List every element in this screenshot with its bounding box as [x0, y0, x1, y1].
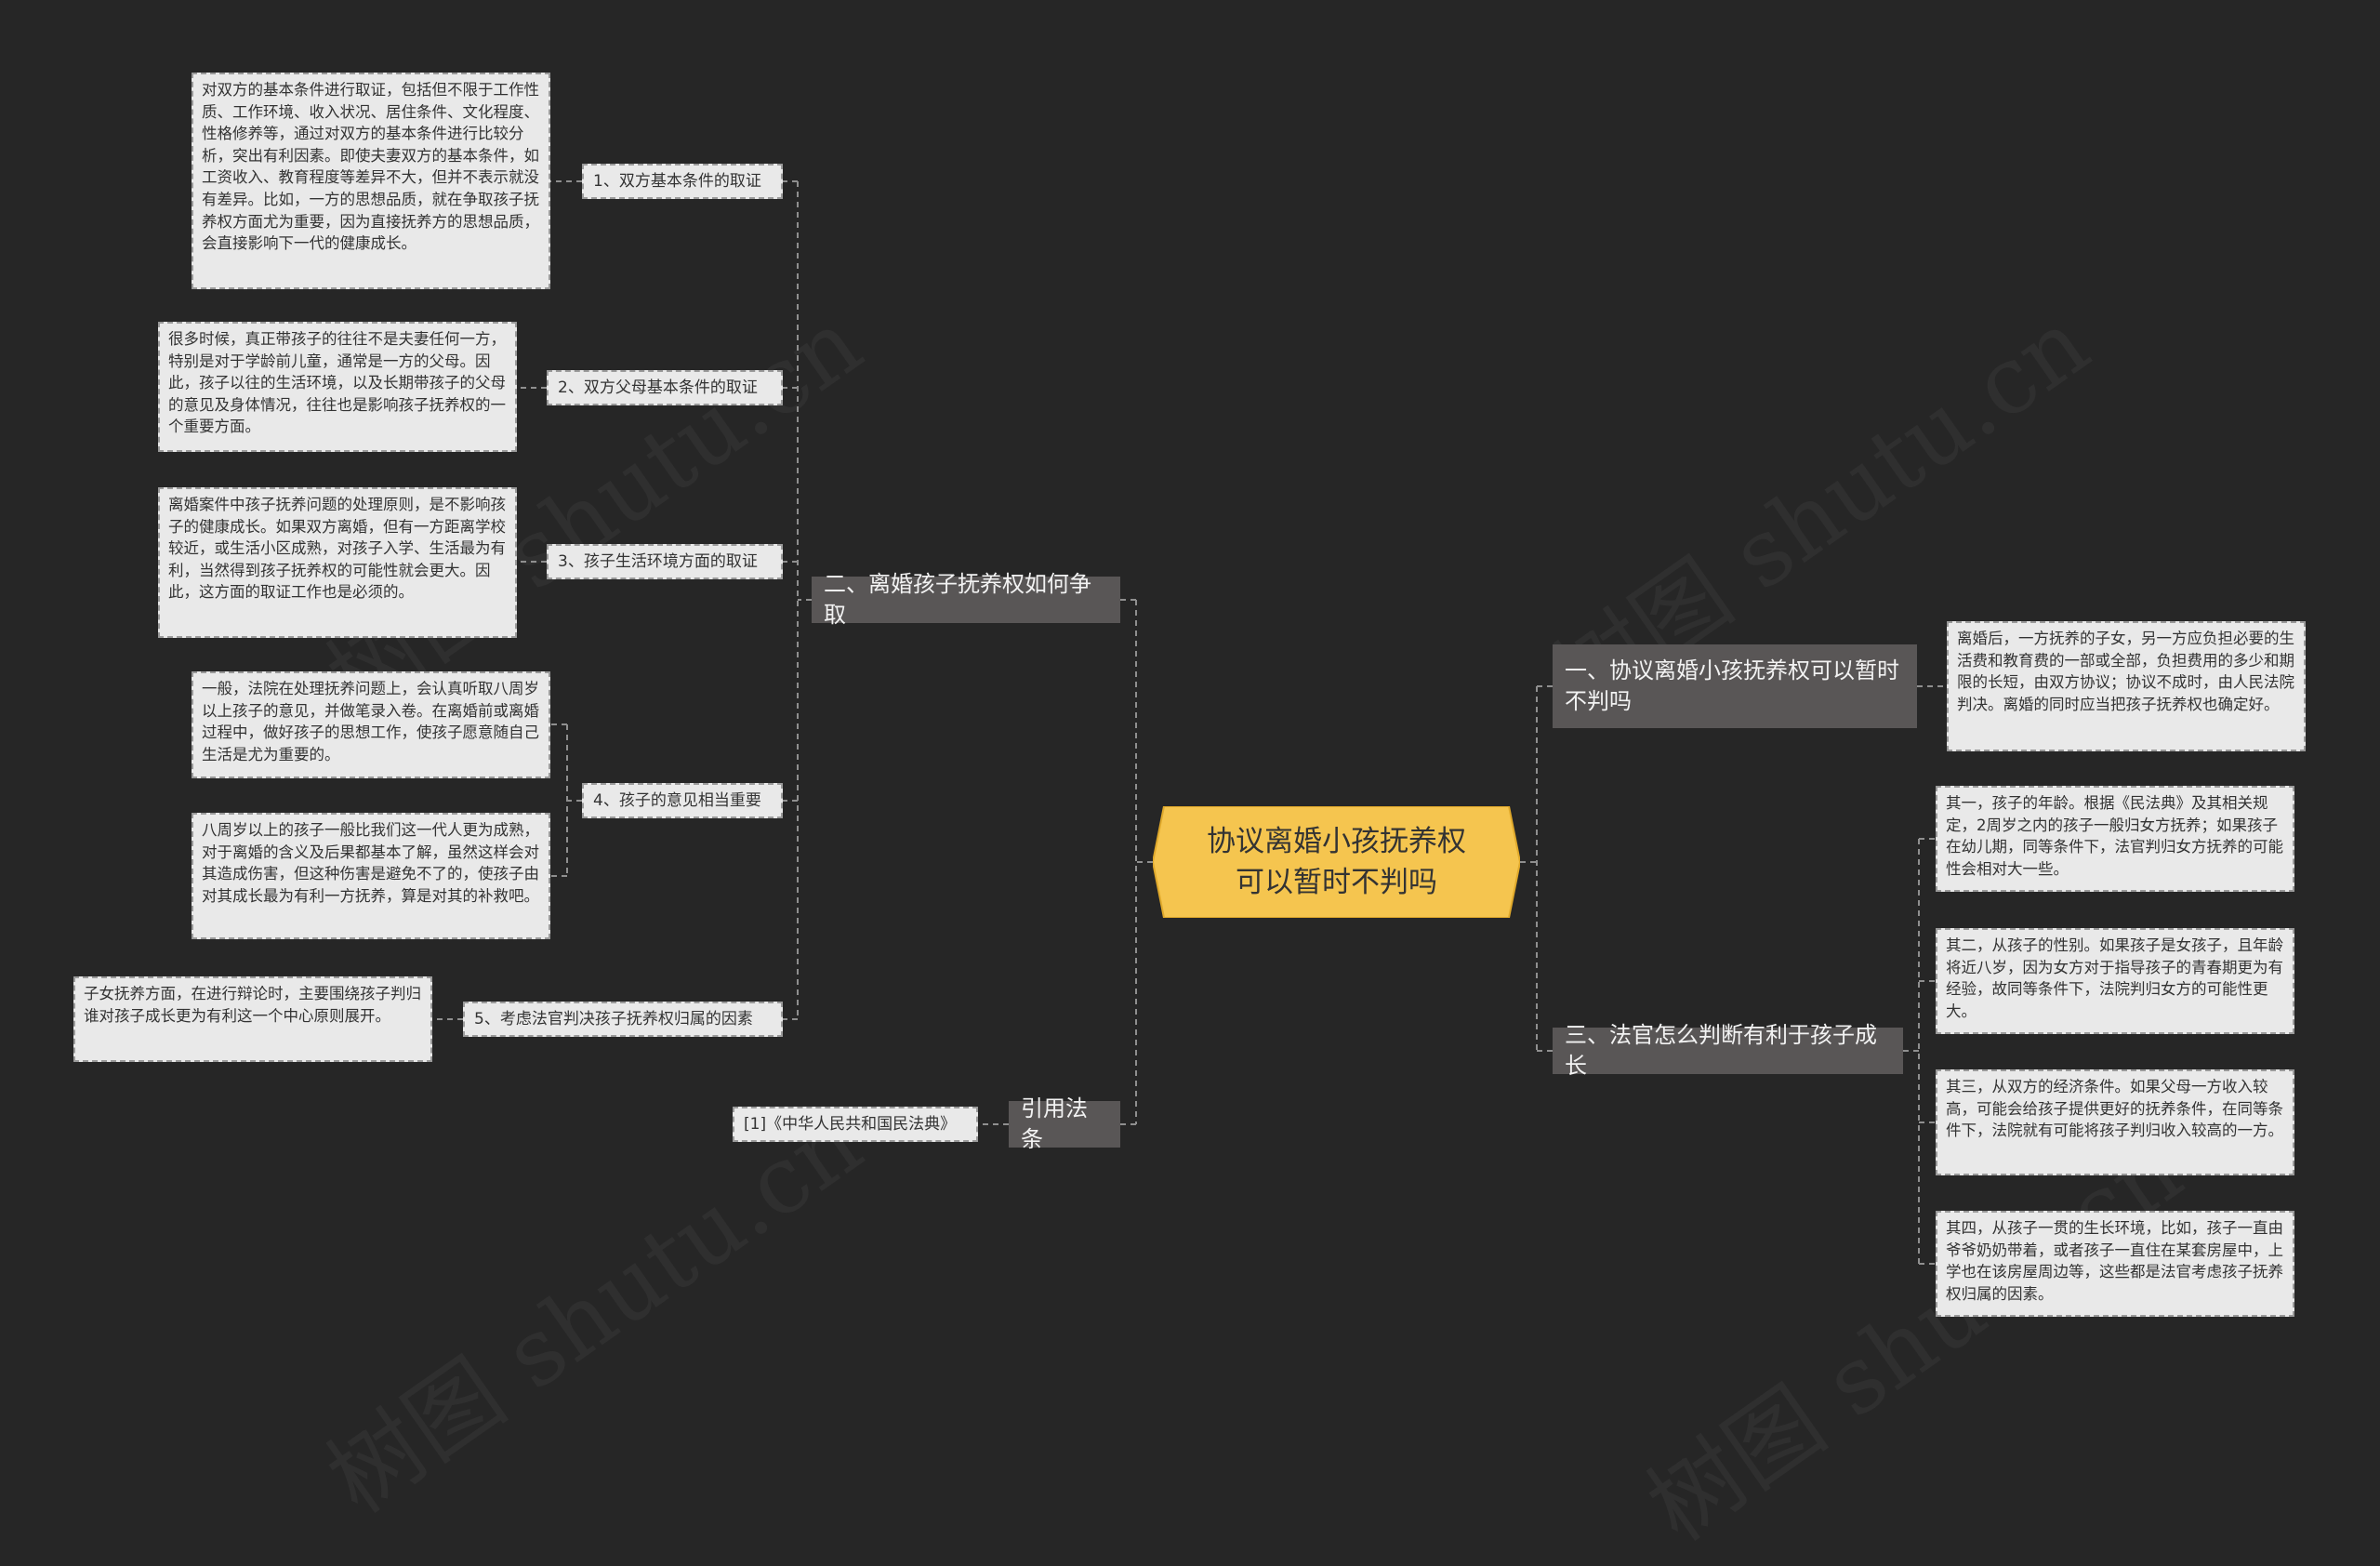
detail-text: 离婚后，一方抚养的子女，另一方应负担必要的生活费和教育费的一部或全部，负担费用的…: [1957, 630, 2294, 713]
detail-note[interactable]: 离婚后，一方抚养的子女，另一方应负担必要的生活费和教育费的一部或全部，负担费用的…: [1947, 621, 2306, 751]
detail-note[interactable]: 其一，孩子的年龄。根据《民法典》及其相关规定，2周岁之内的孩子一般归女方抚养；如…: [1936, 786, 2294, 892]
detail-note[interactable]: 一般，法院在处理抚养问题上，会认真听取八周岁以上孩子的意见，并做笔录入卷。在离婚…: [192, 671, 550, 778]
sub-topic-label: 1、双方基本条件的取证: [593, 172, 761, 191]
branch-label: 引用法条: [1021, 1095, 1088, 1152]
detail-text: 很多时候，真正带孩子的往往不是夫妻任何一方，特别是对于学龄前儿童，通常是一方的父…: [168, 330, 506, 436]
branch-can-custody-be-deferred[interactable]: 一、协议离婚小孩抚养权可以暂时不判吗: [1553, 644, 1917, 728]
root-title: 协议离婚小孩抚养权可以暂时不判吗: [1207, 825, 1466, 899]
detail-note[interactable]: 其二，从孩子的性别。如果孩子是女孩子，且年龄将近八岁，因为女方对于指导孩子的青春…: [1936, 928, 2294, 1034]
detail-note[interactable]: 其四，从孩子一贯的生长环境，比如，孩子一直由爷爷奶奶带着，或者孩子一直住在某套房…: [1936, 1211, 2294, 1317]
sub-topic-label: 4、孩子的意见相当重要: [593, 791, 761, 810]
detail-note[interactable]: 八周岁以上的孩子一般比我们这一代人更为成熟，对于离婚的含义及后果都基本了解，虽然…: [192, 813, 550, 939]
detail-text: 其二，从孩子的性别。如果孩子是女孩子，且年龄将近八岁，因为女方对于指导孩子的青春…: [1946, 936, 2283, 1020]
root-hexagon-shape: [1153, 806, 1520, 918]
detail-text: 其三，从双方的经济条件。如果父母一方收入较高，可能会给孩子提供更好的抚养条件，在…: [1946, 1078, 2283, 1140]
detail-note[interactable]: 其三，从双方的经济条件。如果父母一方收入较高，可能会给孩子提供更好的抚养条件，在…: [1936, 1069, 2294, 1175]
sub-topic-4[interactable]: 4、孩子的意见相当重要: [582, 783, 783, 818]
sub-topic-5[interactable]: 5、考虑法官判决孩子抚养权归属的因素: [463, 1002, 783, 1037]
sub-topic-label: 2、双方父母基本条件的取证: [558, 378, 758, 397]
detail-text: 其一，孩子的年龄。根据《民法典》及其相关规定，2周岁之内的孩子一般归女方抚养；如…: [1946, 794, 2283, 878]
branch-label: 一、协议离婚小孩抚养权可以暂时不判吗: [1565, 657, 1899, 714]
detail-text: 对双方的基本条件进行取证，包括但不限于工作性质、工作环境、收入状况、居住条件、文…: [202, 81, 539, 253]
detail-text: 其四，从孩子一贯的生长环境，比如，孩子一直由爷爷奶奶带着，或者孩子一直住在某套房…: [1946, 1219, 2283, 1303]
reference-label: [1]《中华人民共和国民法典》: [744, 1115, 957, 1134]
detail-text: 离婚案件中孩子抚养问题的处理原则，是不影响孩子的健康成长。如果双方离婚，但有一方…: [168, 496, 506, 602]
sub-topic-2[interactable]: 2、双方父母基本条件的取证: [547, 370, 783, 405]
branch-label: 二、离婚孩子抚养权如何争取: [824, 571, 1091, 628]
branch-custody-strategy[interactable]: 二、离婚孩子抚养权如何争取: [812, 571, 1120, 628]
sub-topic-label: 3、孩子生活环境方面的取证: [558, 552, 758, 571]
detail-note[interactable]: 很多时候，真正带孩子的往往不是夫妻任何一方，特别是对于学龄前儿童，通常是一方的父…: [158, 322, 517, 452]
reference-item[interactable]: [1]《中华人民共和国民法典》: [733, 1107, 978, 1142]
branch-label: 三、法官怎么判断有利于孩子成长: [1565, 1022, 1877, 1079]
sub-topic-3[interactable]: 3、孩子生活环境方面的取证: [547, 544, 783, 579]
root-topic[interactable]: 协议离婚小孩抚养权可以暂时不判吗: [1153, 806, 1520, 918]
detail-note[interactable]: 子女抚养方面，在进行辩论时，主要围绕孩子判归谁对孩子成长更为有利这一个中心原则展…: [73, 976, 432, 1062]
mindmap-canvas: 树图 shutu.cn 树图 shutu.cn 树图 shutu.cn 树图 s…: [73, 73, 2306, 1317]
connector-lines: [432, 180, 1947, 1265]
detail-text: 子女抚养方面，在进行辩论时，主要围绕孩子判归谁对孩子成长更为有利这一个中心原则展…: [84, 985, 421, 1025]
detail-text: 一般，法院在处理抚养问题上，会认真听取八周岁以上孩子的意见，并做笔录入卷。在离婚…: [202, 680, 539, 763]
sub-topic-label: 5、考虑法官判决孩子抚养权归属的因素: [474, 1010, 753, 1029]
branch-legal-references[interactable]: 引用法条: [1009, 1095, 1120, 1152]
branch-judge-criteria[interactable]: 三、法官怎么判断有利于孩子成长: [1553, 1022, 1903, 1079]
detail-note[interactable]: 离婚案件中孩子抚养问题的处理原则，是不影响孩子的健康成长。如果双方离婚，但有一方…: [158, 487, 517, 638]
detail-note[interactable]: 对双方的基本条件进行取证，包括但不限于工作性质、工作环境、收入状况、居住条件、文…: [192, 73, 550, 289]
sub-topic-1[interactable]: 1、双方基本条件的取证: [582, 164, 783, 199]
detail-text: 八周岁以上的孩子一般比我们这一代人更为成熟，对于离婚的含义及后果都基本了解，虽然…: [202, 821, 539, 905]
